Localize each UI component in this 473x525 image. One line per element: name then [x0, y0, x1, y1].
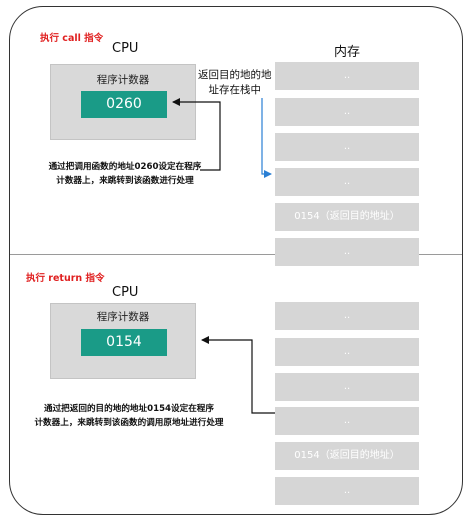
return-explanation-line1: 通过把返回的目的地的地址0154设定在程序 — [43, 404, 214, 414]
program-counter-title-bottom: 程序计数器 — [96, 311, 150, 323]
call-explanation: 通过把调用函数的地址0260设定在程序 计数器上，来跳转到该函数进行处理 — [30, 160, 220, 188]
diagram-frame — [9, 6, 463, 515]
cpu-label-bottom: CPU — [112, 285, 139, 300]
call-arrow — [172, 98, 221, 171]
return-explanation: 通过把返回的目的地的地址0154设定在程序 计数器上，来跳转到该函数的调用原地址… — [18, 402, 240, 430]
return-address-label-line2: 址存在栈中 — [208, 84, 262, 96]
memory-cell: .. — [275, 338, 419, 366]
memory-cell: .. — [275, 477, 419, 505]
call-explanation-line2: 计数器上，来跳转到该函数进行处理 — [56, 176, 194, 186]
cpu-label-top: CPU — [112, 41, 139, 56]
memory-cell-return-address: 0154（返回目的地址） — [275, 203, 419, 231]
return-arrow — [201, 336, 275, 414]
program-counter-value-top: 0260 — [81, 91, 167, 118]
memory-cell: .. — [275, 302, 419, 330]
memory-cell: .. — [275, 238, 419, 266]
cpu-box-top: 程序计数器 0260 — [50, 64, 196, 140]
cpu-box-bottom: 程序计数器 0154 — [50, 303, 196, 379]
call-section-title: 执行 call 指令 — [40, 33, 104, 44]
memory-cell: .. — [275, 168, 419, 196]
return-address-label: 返回目的地的地 址存在栈中 — [198, 68, 272, 98]
memory-cell: .. — [275, 62, 419, 90]
memory-cell-return-address: 0154（返回目的地址） — [275, 442, 419, 470]
program-counter-title-top: 程序计数器 — [96, 74, 150, 86]
stack-push-arrow — [261, 98, 272, 178]
memory-cell: .. — [275, 98, 419, 126]
memory-cell: .. — [275, 407, 419, 435]
return-address-label-line1: 返回目的地的地 — [198, 69, 272, 81]
program-counter-value-bottom: 0154 — [81, 329, 167, 356]
memory-cell: .. — [275, 373, 419, 401]
memory-cell: .. — [275, 133, 419, 161]
return-section-title: 执行 return 指令 — [26, 273, 105, 284]
call-explanation-line1: 通过把调用函数的地址0260设定在程序 — [48, 162, 202, 172]
return-explanation-line2: 计数器上，来跳转到该函数的调用原地址进行处理 — [34, 418, 224, 428]
memory-label: 内存 — [334, 45, 361, 60]
section-divider — [10, 254, 462, 255]
